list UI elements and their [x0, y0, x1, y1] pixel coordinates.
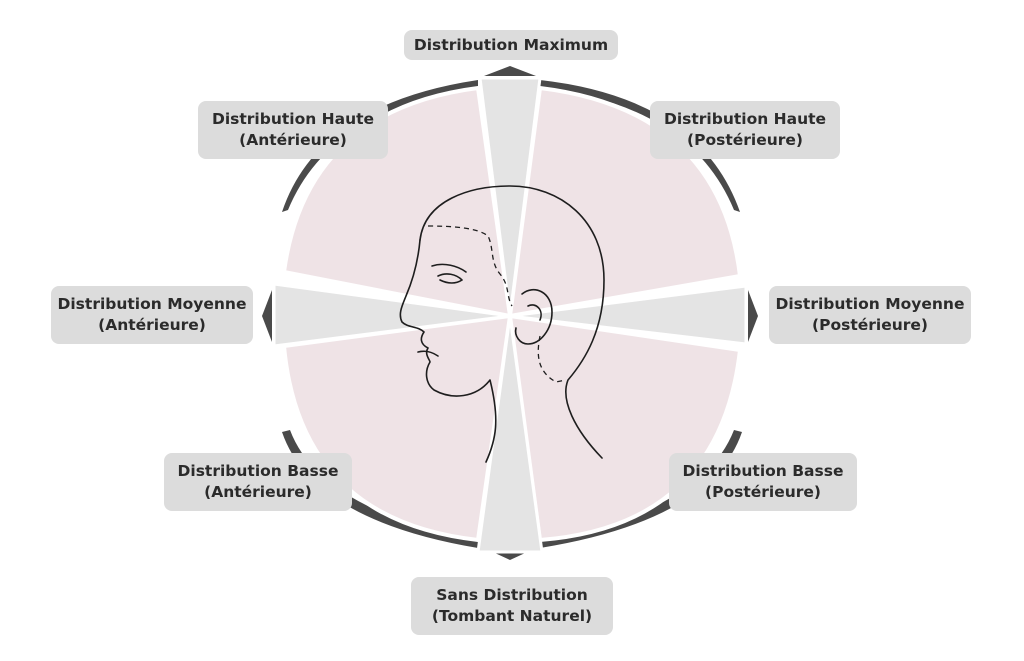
label-distribution-low-front-line2: (Antérieure): [204, 483, 312, 501]
sectors: [281, 85, 743, 543]
face-outline: [399, 239, 497, 463]
outer-arc-top-right: [540, 80, 740, 212]
label-distribution-high-front-line1: Distribution Haute: [211, 110, 375, 128]
label-distribution-high-back: Distribution Haute (Postérieure): [650, 101, 840, 159]
label-distribution-low-back-line2: (Postérieure): [705, 483, 821, 501]
label-distribution-mid-front-line1: Distribution Moyenne: [57, 295, 247, 313]
label-distribution-maximum: Distribution Maximum: [404, 30, 618, 60]
hairline-nape: [537, 335, 567, 383]
band-maximum: [478, 76, 542, 317]
label-sans-distribution: Sans Distribution (Tombant Naturel): [411, 577, 613, 635]
label-distribution-high-back-line2: (Postérieure): [687, 131, 803, 149]
label-distribution-high-front: Distribution Haute (Antérieure): [198, 101, 388, 159]
label-distribution-low-front-line1: Distribution Basse: [177, 462, 339, 480]
arrow-top: [484, 66, 536, 76]
hairline: [427, 225, 567, 383]
arrow-right: [748, 290, 758, 342]
label-distribution-mid-back-line1: Distribution Moyenne: [775, 295, 965, 313]
arrow-left: [262, 290, 272, 342]
label-distribution-low-back-line1: Distribution Basse: [682, 462, 844, 480]
label-distribution-mid-front-line2: (Antérieure): [98, 316, 206, 334]
label-distribution-mid-back-line2: (Postérieure): [812, 316, 928, 334]
label-distribution-low-front: Distribution Basse (Antérieure): [164, 453, 352, 511]
label-distribution-high-front-line2: (Antérieure): [239, 131, 347, 149]
hairline-front: [427, 225, 513, 307]
label-distribution-low-back: Distribution Basse (Postérieure): [669, 453, 857, 511]
label-sans-distribution-line1: Sans Distribution: [436, 586, 588, 604]
eye: [437, 273, 463, 284]
label-sans-distribution-line2: (Tombant Naturel): [431, 607, 593, 625]
lips: [417, 350, 439, 357]
band-mid-back: [509, 284, 748, 346]
label-distribution-maximum-line1: Distribution Maximum: [413, 35, 609, 54]
band-mid-front: [272, 282, 511, 348]
label-distribution-mid-back: Distribution Moyenne (Postérieure): [769, 286, 971, 344]
head-profile: [399, 185, 605, 463]
label-distribution-mid-front: Distribution Moyenne (Antérieure): [51, 286, 253, 344]
eyebrow: [431, 263, 467, 273]
head-outline: [419, 185, 605, 459]
label-distribution-high-back-line1: Distribution Haute: [663, 110, 827, 128]
ear: [514, 288, 553, 345]
